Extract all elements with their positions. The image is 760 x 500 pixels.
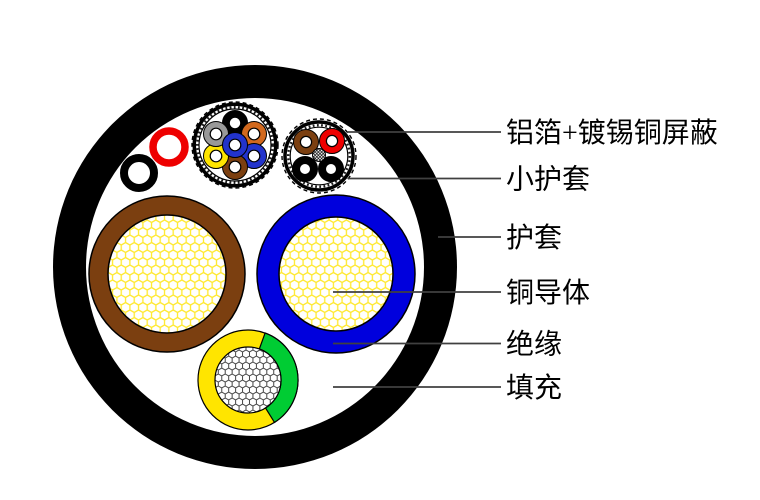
layer-label-shield: 铝箔+镀锡铜屏蔽 xyxy=(506,117,718,149)
core-center xyxy=(324,162,338,176)
core-center xyxy=(228,160,242,174)
earth-core xyxy=(197,329,299,431)
core-center xyxy=(209,127,223,141)
group7-cores xyxy=(203,110,267,180)
layer-label-conductor: 铜导体 xyxy=(506,277,590,309)
core-center xyxy=(298,162,312,176)
layer-label-insulation: 绝缘 xyxy=(506,329,562,361)
layer-label-small-sheath: 小护套 xyxy=(506,164,590,196)
single-core-black xyxy=(120,154,158,192)
core-center xyxy=(325,134,339,148)
cable xyxy=(53,65,457,469)
conductor-brown xyxy=(88,195,246,353)
layer-label-sheath: 护套 xyxy=(506,222,562,254)
drain-wire xyxy=(312,148,326,162)
leader-lines xyxy=(333,131,501,388)
core-center xyxy=(247,149,261,163)
conductor-blue xyxy=(256,194,416,354)
layer-labels: 铝箔+镀锡铜屏蔽 小护套 护套 铜导体 绝缘 填充 xyxy=(506,117,718,404)
group4-cores xyxy=(292,128,345,182)
core-center xyxy=(228,138,242,152)
layer-label-filling: 填充 xyxy=(506,372,562,404)
core-center xyxy=(247,127,261,141)
single-core-red xyxy=(149,127,189,167)
brown-copper-strands xyxy=(107,214,227,334)
core-center xyxy=(299,135,313,149)
earth-strands xyxy=(214,346,282,414)
shielded-group-4core xyxy=(281,118,357,194)
blue-copper-strands xyxy=(278,216,394,332)
core-center xyxy=(209,149,223,163)
core-center xyxy=(228,116,242,130)
shielded-group-7core xyxy=(191,101,279,189)
